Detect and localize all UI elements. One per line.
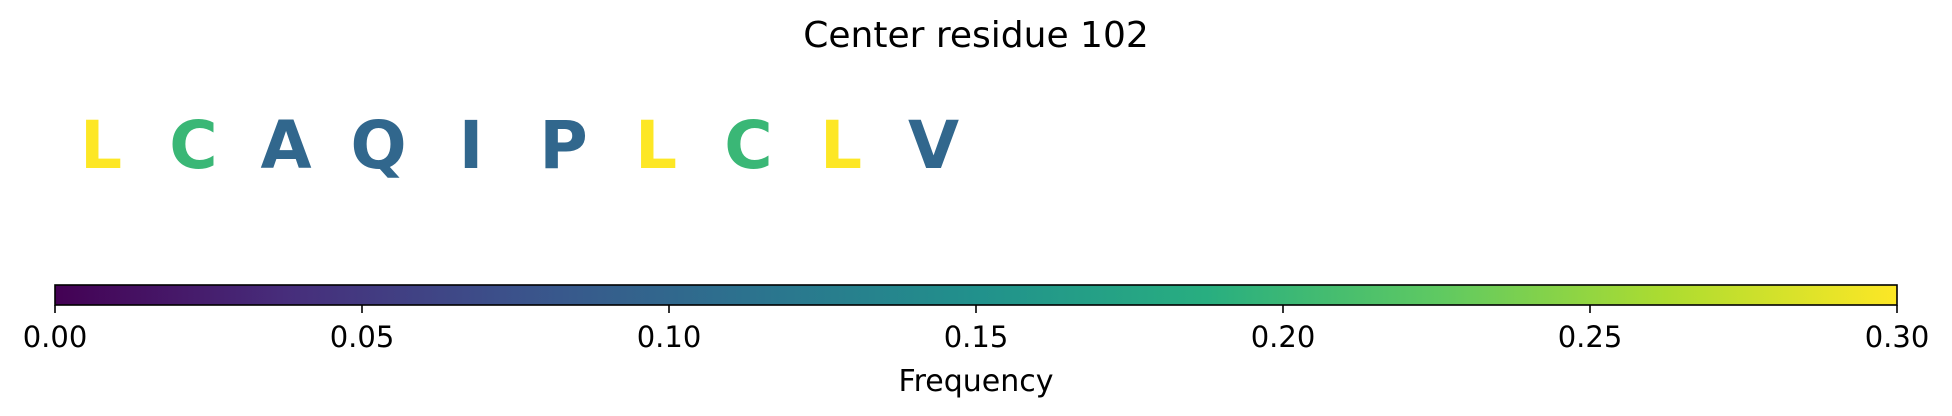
residue-letter: C bbox=[169, 107, 217, 184]
residue-letter: V bbox=[908, 107, 959, 184]
colorbar-tick-label: 0.30 bbox=[1865, 320, 1930, 354]
colorbar-tick-label: 0.00 bbox=[23, 320, 88, 354]
colorbar-tick-label: 0.10 bbox=[637, 320, 702, 354]
residue-letter: C bbox=[724, 107, 772, 184]
residue-letter: Q bbox=[350, 107, 406, 184]
residue-letter: A bbox=[260, 107, 311, 184]
colorbar-tick-label: 0.05 bbox=[330, 320, 395, 354]
residue-letter: I bbox=[459, 107, 484, 184]
colorbar-ticks: 0.00 0.05 0.10 0.15 0.20 0.25 0.30 bbox=[23, 305, 1930, 354]
colorbar bbox=[54, 284, 1898, 306]
residue-letter: L bbox=[820, 107, 862, 184]
residue-letter: P bbox=[539, 107, 587, 184]
colorbar-tick-label: 0.20 bbox=[1251, 320, 1316, 354]
colorbar-tick-label: 0.25 bbox=[1558, 320, 1623, 354]
chart-title: Center residue 102 bbox=[803, 15, 1149, 56]
colorbar-label: Frequency bbox=[899, 364, 1054, 399]
colorbar-tick-label: 0.15 bbox=[944, 320, 1009, 354]
residue-letter: L bbox=[635, 107, 677, 184]
residue-letter: L bbox=[80, 107, 122, 184]
